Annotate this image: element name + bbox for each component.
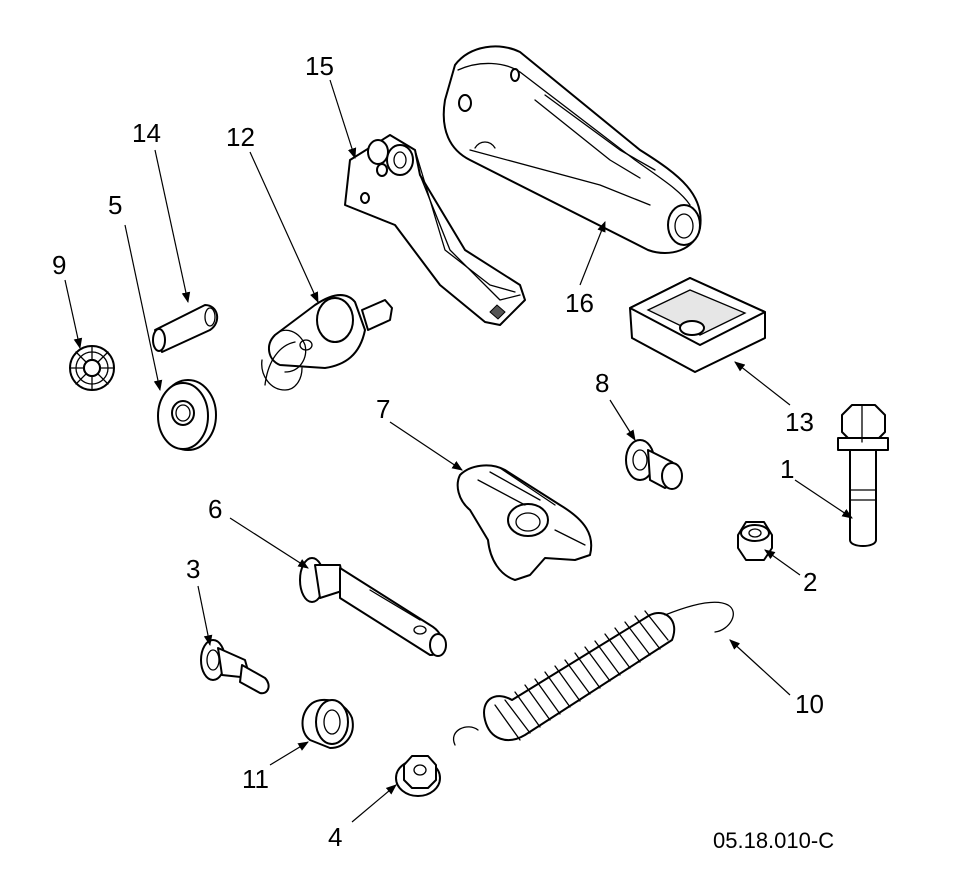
callout-6: 6 [208,494,222,524]
part-12-latch [261,294,393,391]
part-14-pin [152,304,219,353]
part-10-spring [452,601,734,746]
callout-5: 5 [108,190,122,220]
callout-12: 12 [226,122,255,152]
part-13-square-cap [629,277,766,373]
callout-10: 10 [795,689,824,719]
callout-13: 13 [785,407,814,437]
callout-2: 2 [803,567,817,597]
part-7-pivot-block [456,464,593,581]
callout-9: 9 [52,250,66,280]
part-15-lever-arm [344,134,526,326]
callout-3: 3 [186,554,200,584]
callout-11: 11 [242,764,269,794]
callout-7: 7 [376,394,390,424]
part-2-lock-nut [737,521,773,561]
part-6-clevis-pin [299,557,447,657]
callout-8: 8 [595,368,609,398]
callout-14: 14 [132,118,161,148]
part-8-shoulder-bolt [625,439,683,490]
part-11-spacer [301,698,354,749]
part-9-flange-nut [69,345,115,391]
part-3-shoulder-bolt [200,639,270,695]
part-16-handle-grip [442,45,702,254]
part-5-flanged-bushing [157,379,217,451]
part-1-bolt [837,404,889,547]
callout-1: 1 [780,454,794,484]
leader-lines [64,79,853,823]
callout-15: 15 [305,51,334,81]
callout-16: 16 [565,288,594,318]
part-4-flange-nut [395,755,441,797]
callout-4: 4 [328,822,342,852]
figure-code: 05.18.010-C [713,828,834,853]
